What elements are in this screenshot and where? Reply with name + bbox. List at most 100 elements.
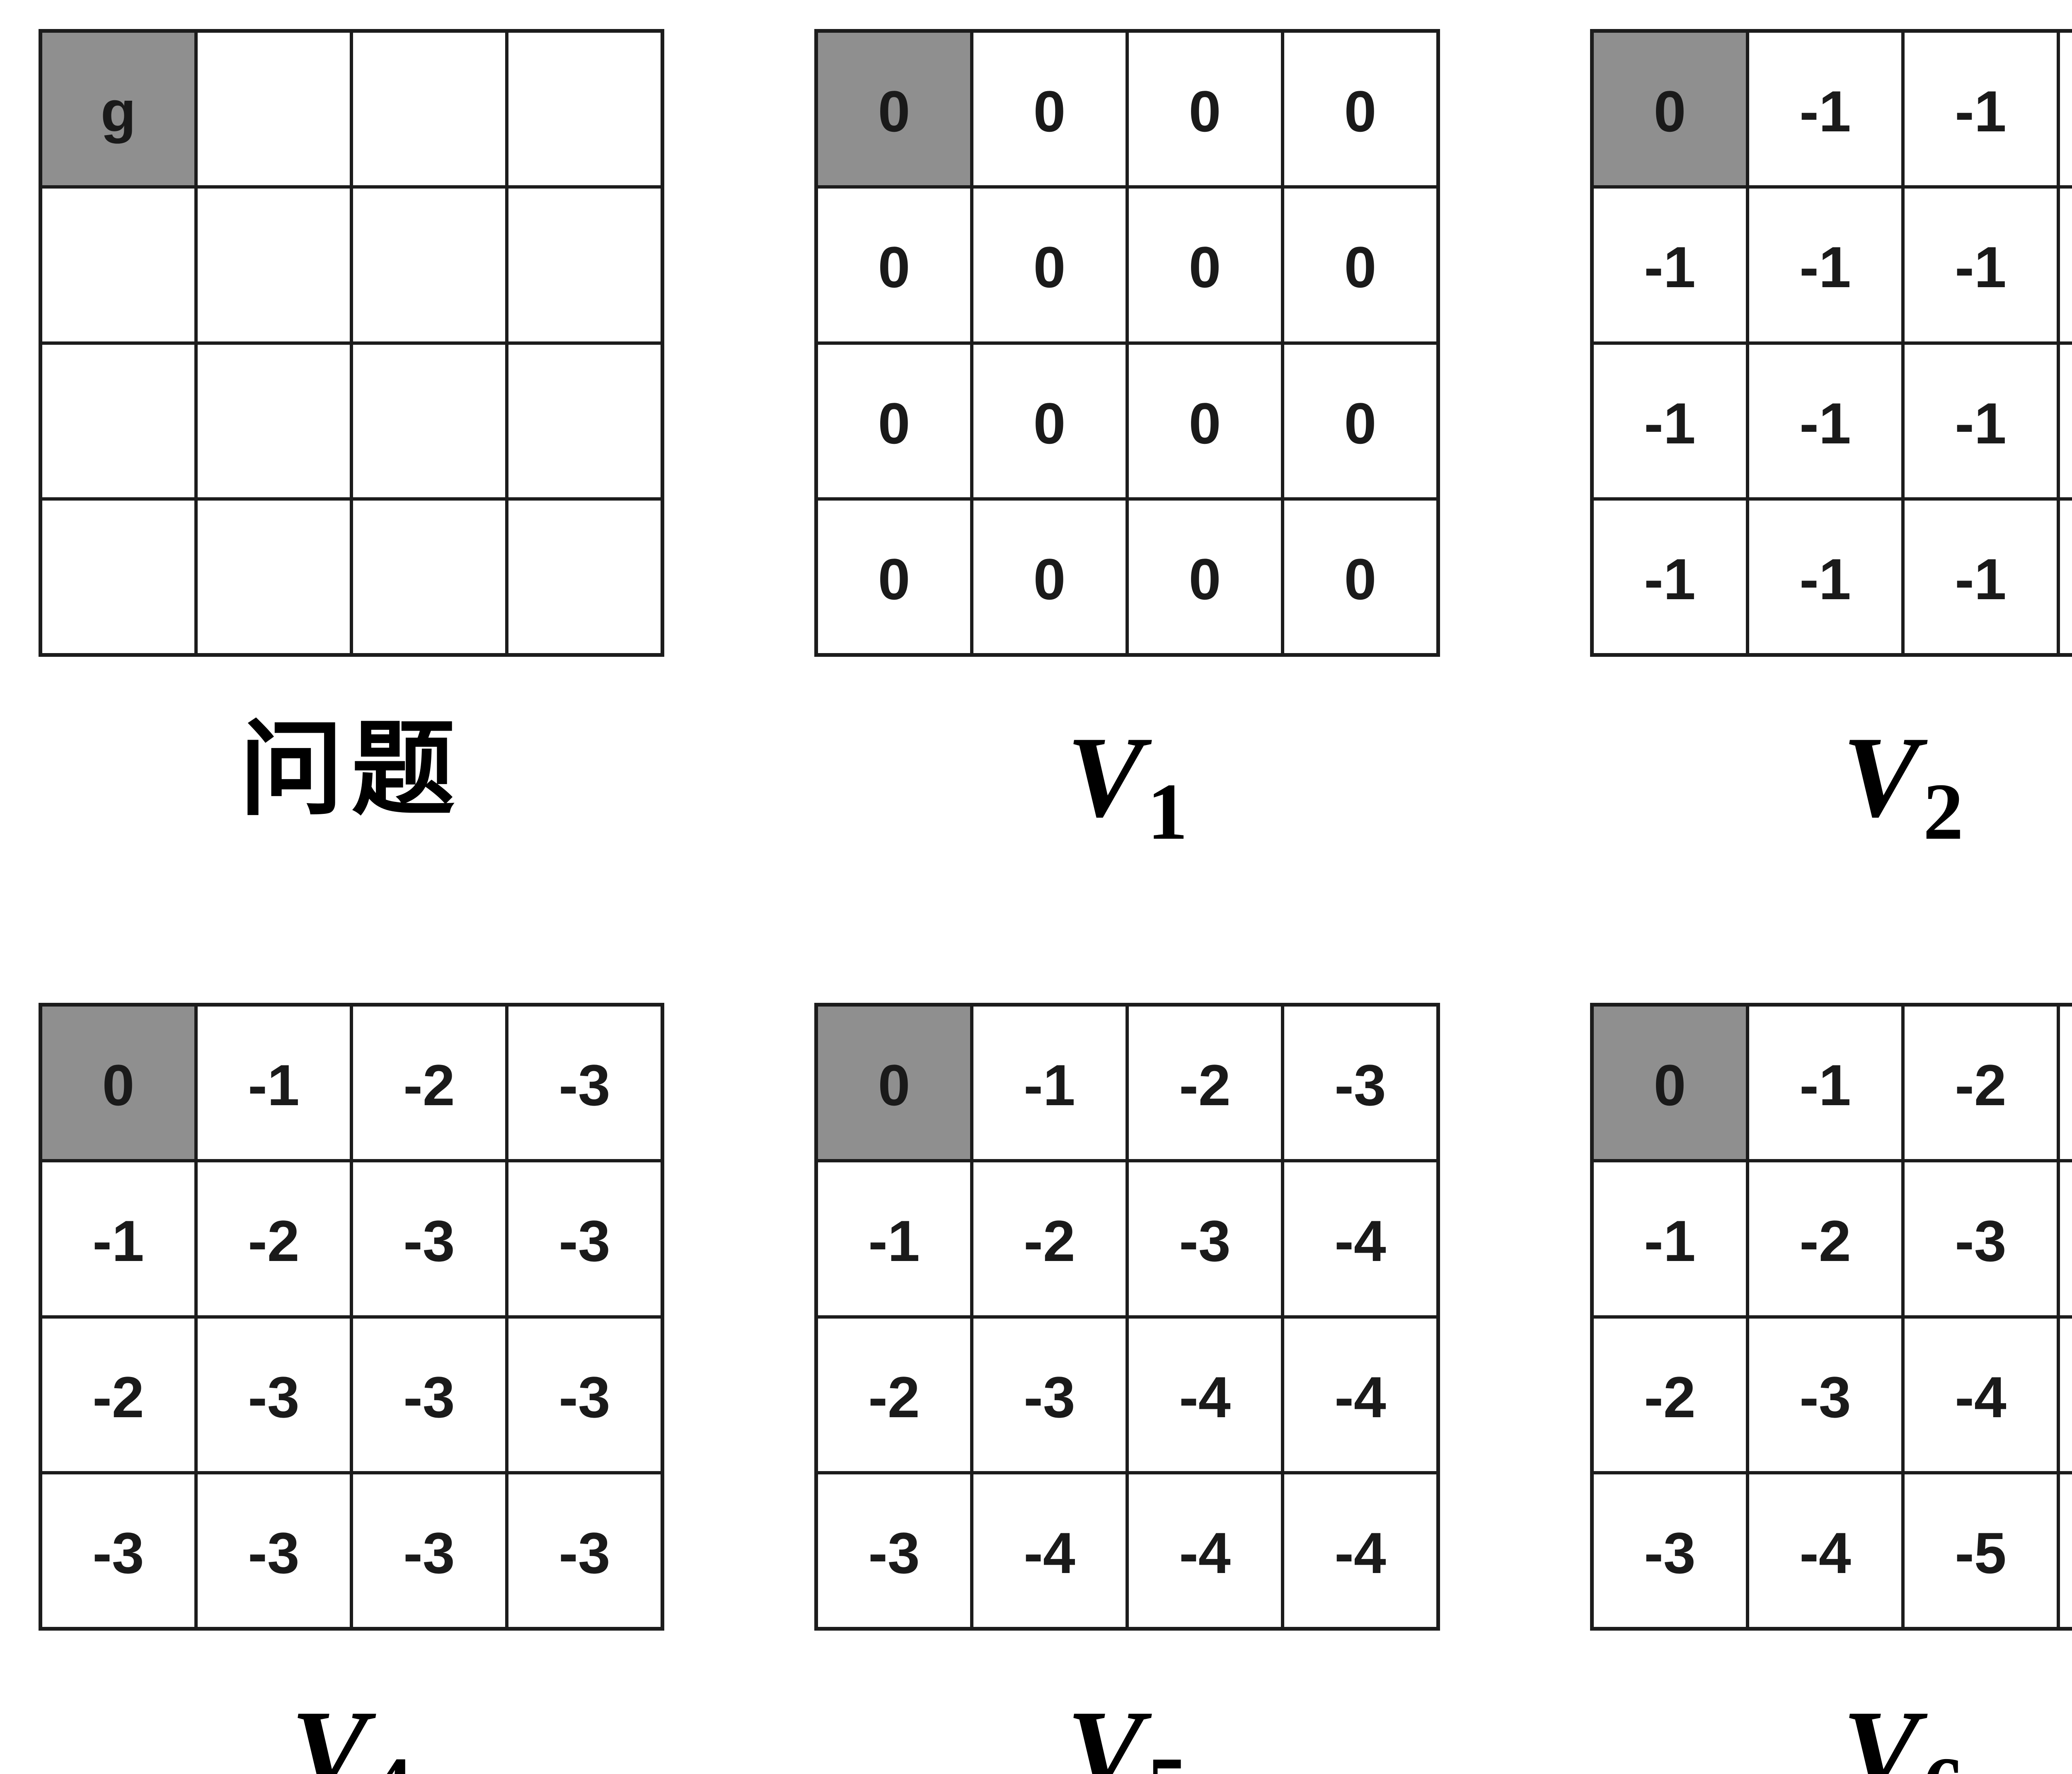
cell-value: 0 [1653, 1053, 1686, 1118]
cell-value: -2 [403, 1053, 455, 1118]
grid-cell: 0 [1284, 189, 1436, 341]
grid-panel-V5: 0-1-2-3-1-2-3-4-2-3-4-4-3-4-4-4 V5 [814, 1003, 1440, 1774]
grid-cell: 0 [1284, 500, 1436, 653]
label-subscript: 5 [1147, 1745, 1188, 1774]
label-base: V [1066, 1686, 1144, 1774]
grid-cell: 0 [1129, 33, 1281, 186]
cell-value: -3 [1799, 1364, 1851, 1430]
cell-value: -3 [868, 1520, 920, 1585]
cell-value: -1 [92, 1208, 144, 1274]
cell-value: -1 [1024, 1053, 1075, 1118]
cell-value: -4 [1334, 1208, 1386, 1274]
cell-value: -4 [1024, 1520, 1075, 1585]
grid-cell: 0 [1284, 344, 1436, 497]
grid-cell [198, 500, 350, 653]
grid-cell: -3 [42, 1474, 194, 1627]
cell-value: -1 [1955, 390, 2007, 456]
grid-label: V5 [1067, 1693, 1188, 1774]
cell-value: 0 [1344, 235, 1377, 300]
cell-value: 0 [1033, 235, 1066, 300]
grid-cell: -1 [818, 1162, 970, 1315]
grid-cell: -3 [973, 1318, 1126, 1471]
label-base: V [290, 1686, 368, 1774]
cell-value: -3 [559, 1364, 610, 1430]
grid-cell [42, 189, 194, 341]
grid-cell: -1 [2060, 344, 2072, 497]
cell-value: 0 [1344, 546, 1377, 612]
cell-value: -3 [92, 1520, 144, 1585]
cell-value: -3 [559, 1208, 610, 1274]
grid-cell: -3 [353, 1318, 505, 1471]
cell-value: 0 [1344, 390, 1377, 456]
grid-cell [198, 189, 350, 341]
grid-cell: -2 [818, 1318, 970, 1471]
cell-value: -2 [868, 1364, 920, 1430]
grid-cell: -4 [1905, 1318, 2057, 1471]
cell-value: -1 [1644, 546, 1696, 612]
grid-cell: -3 [353, 1162, 505, 1315]
cell-value: -4 [1179, 1520, 1231, 1585]
grid-cell: 0 [973, 500, 1126, 653]
cell-value: -4 [1799, 1520, 1851, 1585]
cell-value: 0 [878, 546, 910, 612]
cell-value: -4 [1955, 1364, 2007, 1430]
cell-value: -1 [1955, 79, 2007, 144]
grid-cell: -2 [1594, 1318, 1746, 1471]
grid-cell [508, 500, 661, 653]
grid-cell: -4 [1284, 1474, 1436, 1627]
cell-value: -5 [1955, 1520, 2007, 1585]
grid-cell: -3 [198, 1318, 350, 1471]
grid-cell: -1 [1594, 189, 1746, 341]
cell-value: -3 [403, 1520, 455, 1585]
grid-cell: -3 [508, 1318, 661, 1471]
grid-cell [353, 344, 505, 497]
gridworld-grid: 0-1-2-3-1-2-3-4-2-3-4-5-3-4-5-5 [1590, 1003, 2072, 1631]
cell-value: -1 [1644, 390, 1696, 456]
grid-cell [508, 344, 661, 497]
grid-cell: 0 [973, 33, 1126, 186]
cell-value: -2 [248, 1208, 300, 1274]
cell-value: -3 [1179, 1208, 1231, 1274]
cell-value: 0 [1653, 79, 1686, 144]
cell-value: -1 [1799, 390, 1851, 456]
grid-cell: -1 [198, 1007, 350, 1159]
grid-cell: -1 [2060, 189, 2072, 341]
grid-cell [198, 344, 350, 497]
grid-cell: -3 [353, 1474, 505, 1627]
grid-cell: -2 [973, 1162, 1126, 1315]
gridworld-grid: g [39, 29, 664, 657]
grid-cell: -1 [1594, 1162, 1746, 1315]
grid-cell [198, 33, 350, 186]
grid-cell: 0 [1129, 344, 1281, 497]
grid-cell: -3 [508, 1474, 661, 1627]
grid-cell: -5 [2060, 1474, 2072, 1627]
grid-cell: -2 [1129, 1007, 1281, 1159]
cell-value: 0 [878, 390, 910, 456]
cell-value: -1 [1799, 79, 1851, 144]
cell-value: 0 [1188, 79, 1221, 144]
cell-value: -4 [1334, 1364, 1386, 1430]
gridworld-grid: 0-1-2-3-1-2-3-4-2-3-4-4-3-4-4-4 [814, 1003, 1440, 1631]
cell-value: -3 [1644, 1520, 1696, 1585]
cell-value: 0 [1033, 79, 1066, 144]
cell-value: -3 [248, 1364, 300, 1430]
cell-value: -1 [868, 1208, 920, 1274]
cell-value: -2 [92, 1364, 144, 1430]
goal-cell: 0 [818, 1007, 970, 1159]
grid-cell: -4 [973, 1474, 1126, 1627]
grid-cell [508, 189, 661, 341]
cell-value: -3 [559, 1053, 610, 1118]
goal-cell: 0 [1594, 1007, 1746, 1159]
grid-cell: 0 [818, 189, 970, 341]
grid-cell: -3 [818, 1474, 970, 1627]
grid-cell [353, 33, 505, 186]
cell-value: -1 [1644, 235, 1696, 300]
cell-value: -3 [248, 1520, 300, 1585]
label-subscript: 6 [1923, 1745, 1964, 1774]
grid-panel-problem: g 问题 [39, 29, 664, 860]
grid-cell: -3 [1749, 1318, 1901, 1471]
label-subscript: 4 [372, 1745, 412, 1774]
grid-cell: 0 [973, 189, 1126, 341]
grid-cell: -1 [1749, 33, 1901, 186]
